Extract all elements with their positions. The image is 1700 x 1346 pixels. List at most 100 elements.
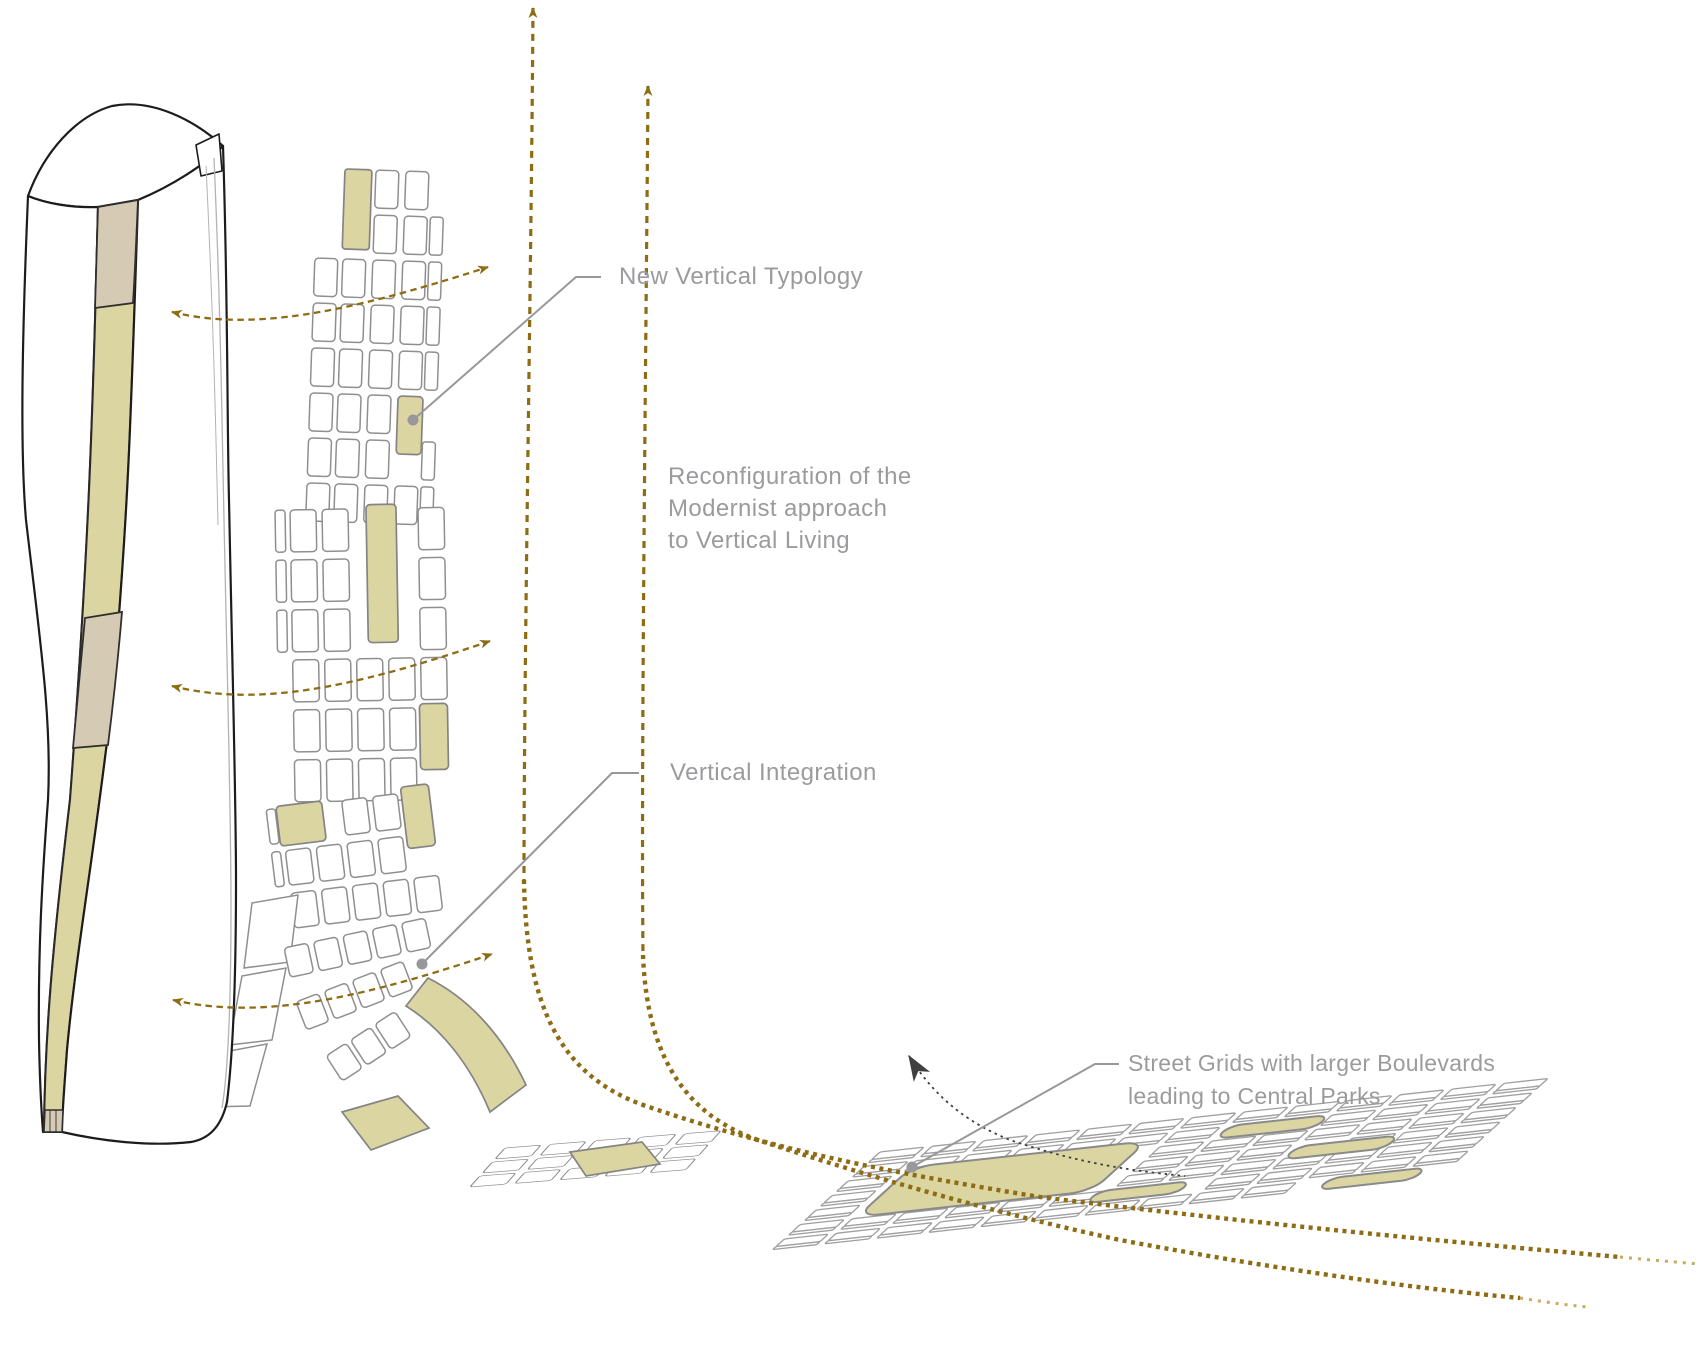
flow-lines bbox=[171, 7, 1700, 1309]
grid-cell bbox=[340, 258, 367, 299]
boulevard-line-right-fade bbox=[1519, 1296, 1589, 1309]
city-block bbox=[1355, 1118, 1413, 1136]
city-block bbox=[1167, 1164, 1225, 1182]
tower-sky-lobby-upper bbox=[94, 198, 139, 310]
grid-cell bbox=[322, 608, 352, 653]
label-vertical-integration: Vertical Integration bbox=[670, 759, 877, 786]
grid-cell bbox=[674, 1129, 722, 1146]
city-block bbox=[1319, 1109, 1377, 1127]
park-strip bbox=[1283, 1135, 1399, 1159]
grid-cell bbox=[289, 508, 318, 553]
grid-cell bbox=[290, 558, 319, 603]
grid-cell bbox=[371, 923, 403, 960]
grid-cell bbox=[320, 885, 352, 926]
grid-cell bbox=[309, 347, 336, 388]
grid-cell bbox=[315, 843, 346, 883]
leader-street-grids bbox=[911, 1063, 1119, 1168]
city-block bbox=[1203, 1173, 1261, 1190]
grid-cell bbox=[400, 260, 427, 301]
grid-cell bbox=[275, 559, 288, 603]
city-block bbox=[1423, 1097, 1481, 1115]
section-arc-bottom bbox=[172, 952, 493, 1009]
grid-cell bbox=[274, 509, 287, 553]
grid-cell bbox=[357, 757, 386, 802]
grid-cell bbox=[324, 708, 353, 753]
grid-cell bbox=[402, 215, 429, 256]
grid-cell bbox=[387, 657, 417, 702]
grid-cell bbox=[426, 261, 443, 302]
grid-cell bbox=[526, 1154, 575, 1171]
city-block bbox=[1219, 1158, 1277, 1176]
grid-cell bbox=[340, 796, 372, 836]
labels: New Vertical Typology Reconfiguration of… bbox=[619, 263, 1495, 1109]
grid-park-bend bbox=[340, 1095, 431, 1152]
city-block bbox=[867, 1146, 925, 1164]
grid-cell bbox=[425, 306, 441, 346]
grid-cell bbox=[323, 981, 358, 1021]
grid-cell bbox=[366, 394, 392, 435]
leader-dot bbox=[416, 958, 428, 970]
grid-cell bbox=[293, 758, 322, 803]
city-block bbox=[1179, 1112, 1237, 1129]
grid-cell bbox=[420, 441, 437, 481]
city-block bbox=[1387, 1089, 1445, 1107]
city-block bbox=[1131, 1155, 1189, 1173]
grid-cell bbox=[283, 942, 315, 979]
leaders bbox=[407, 276, 1119, 1173]
grid-cell bbox=[295, 992, 330, 1031]
grid-park-bend bbox=[404, 976, 528, 1114]
boulevard-line-left-vertical bbox=[522, 7, 538, 881]
city-block bbox=[1443, 1121, 1501, 1139]
ribbon-band-middle bbox=[274, 503, 450, 803]
grid-cell bbox=[514, 1168, 562, 1185]
grid-cell bbox=[270, 850, 285, 888]
label-reconfiguration-line1: Reconfiguration of the bbox=[668, 463, 912, 490]
city-block bbox=[1188, 1187, 1246, 1205]
grid-cell bbox=[417, 506, 446, 551]
grid-cell bbox=[290, 608, 320, 653]
grid-cell bbox=[337, 348, 364, 389]
grid-cell bbox=[469, 1172, 517, 1188]
city-block bbox=[928, 1216, 986, 1234]
grid-cell-park bbox=[418, 702, 450, 771]
park-strip bbox=[1317, 1167, 1426, 1190]
street-grid bbox=[772, 1077, 1549, 1251]
grid-cell bbox=[351, 971, 386, 1010]
city-block bbox=[1023, 1129, 1081, 1147]
grid-cell bbox=[403, 170, 430, 211]
city-block bbox=[824, 1227, 882, 1245]
grid-cell-park bbox=[275, 800, 327, 847]
grid-cell bbox=[399, 305, 425, 346]
grid-cell bbox=[481, 1158, 530, 1174]
grid-cell bbox=[339, 303, 366, 344]
grid-cell bbox=[392, 485, 419, 526]
grid-cell bbox=[419, 656, 449, 701]
grid-cell bbox=[351, 882, 382, 922]
grid-cell bbox=[341, 929, 374, 966]
grid-cell bbox=[418, 556, 447, 601]
grid-cell bbox=[322, 558, 351, 603]
grid-cell bbox=[397, 350, 424, 391]
city-block bbox=[1439, 1083, 1497, 1101]
city-block bbox=[1371, 1103, 1429, 1121]
city-block bbox=[1163, 1126, 1221, 1144]
grid-cell-park bbox=[365, 503, 400, 644]
city-block bbox=[1127, 1117, 1185, 1135]
grid-cell bbox=[367, 349, 394, 390]
grid-cell bbox=[423, 351, 440, 391]
boulevard-line-right-vertical bbox=[640, 85, 653, 956]
label-new-vertical-typology: New Vertical Typology bbox=[619, 263, 863, 290]
grid-cell-park bbox=[399, 783, 437, 850]
leader-vertical-integration bbox=[421, 772, 639, 965]
city-block bbox=[1391, 1126, 1449, 1144]
city-block bbox=[1240, 1181, 1298, 1199]
grid-cell bbox=[369, 304, 395, 345]
leader-new-vertical-typology bbox=[412, 276, 601, 421]
grid-cell bbox=[336, 393, 362, 434]
grid-cell bbox=[311, 302, 338, 343]
grid-cell bbox=[312, 257, 339, 298]
ribbon-bend-row bbox=[325, 1010, 412, 1082]
grid-cell bbox=[364, 439, 391, 480]
park-strip bbox=[1086, 1181, 1191, 1203]
